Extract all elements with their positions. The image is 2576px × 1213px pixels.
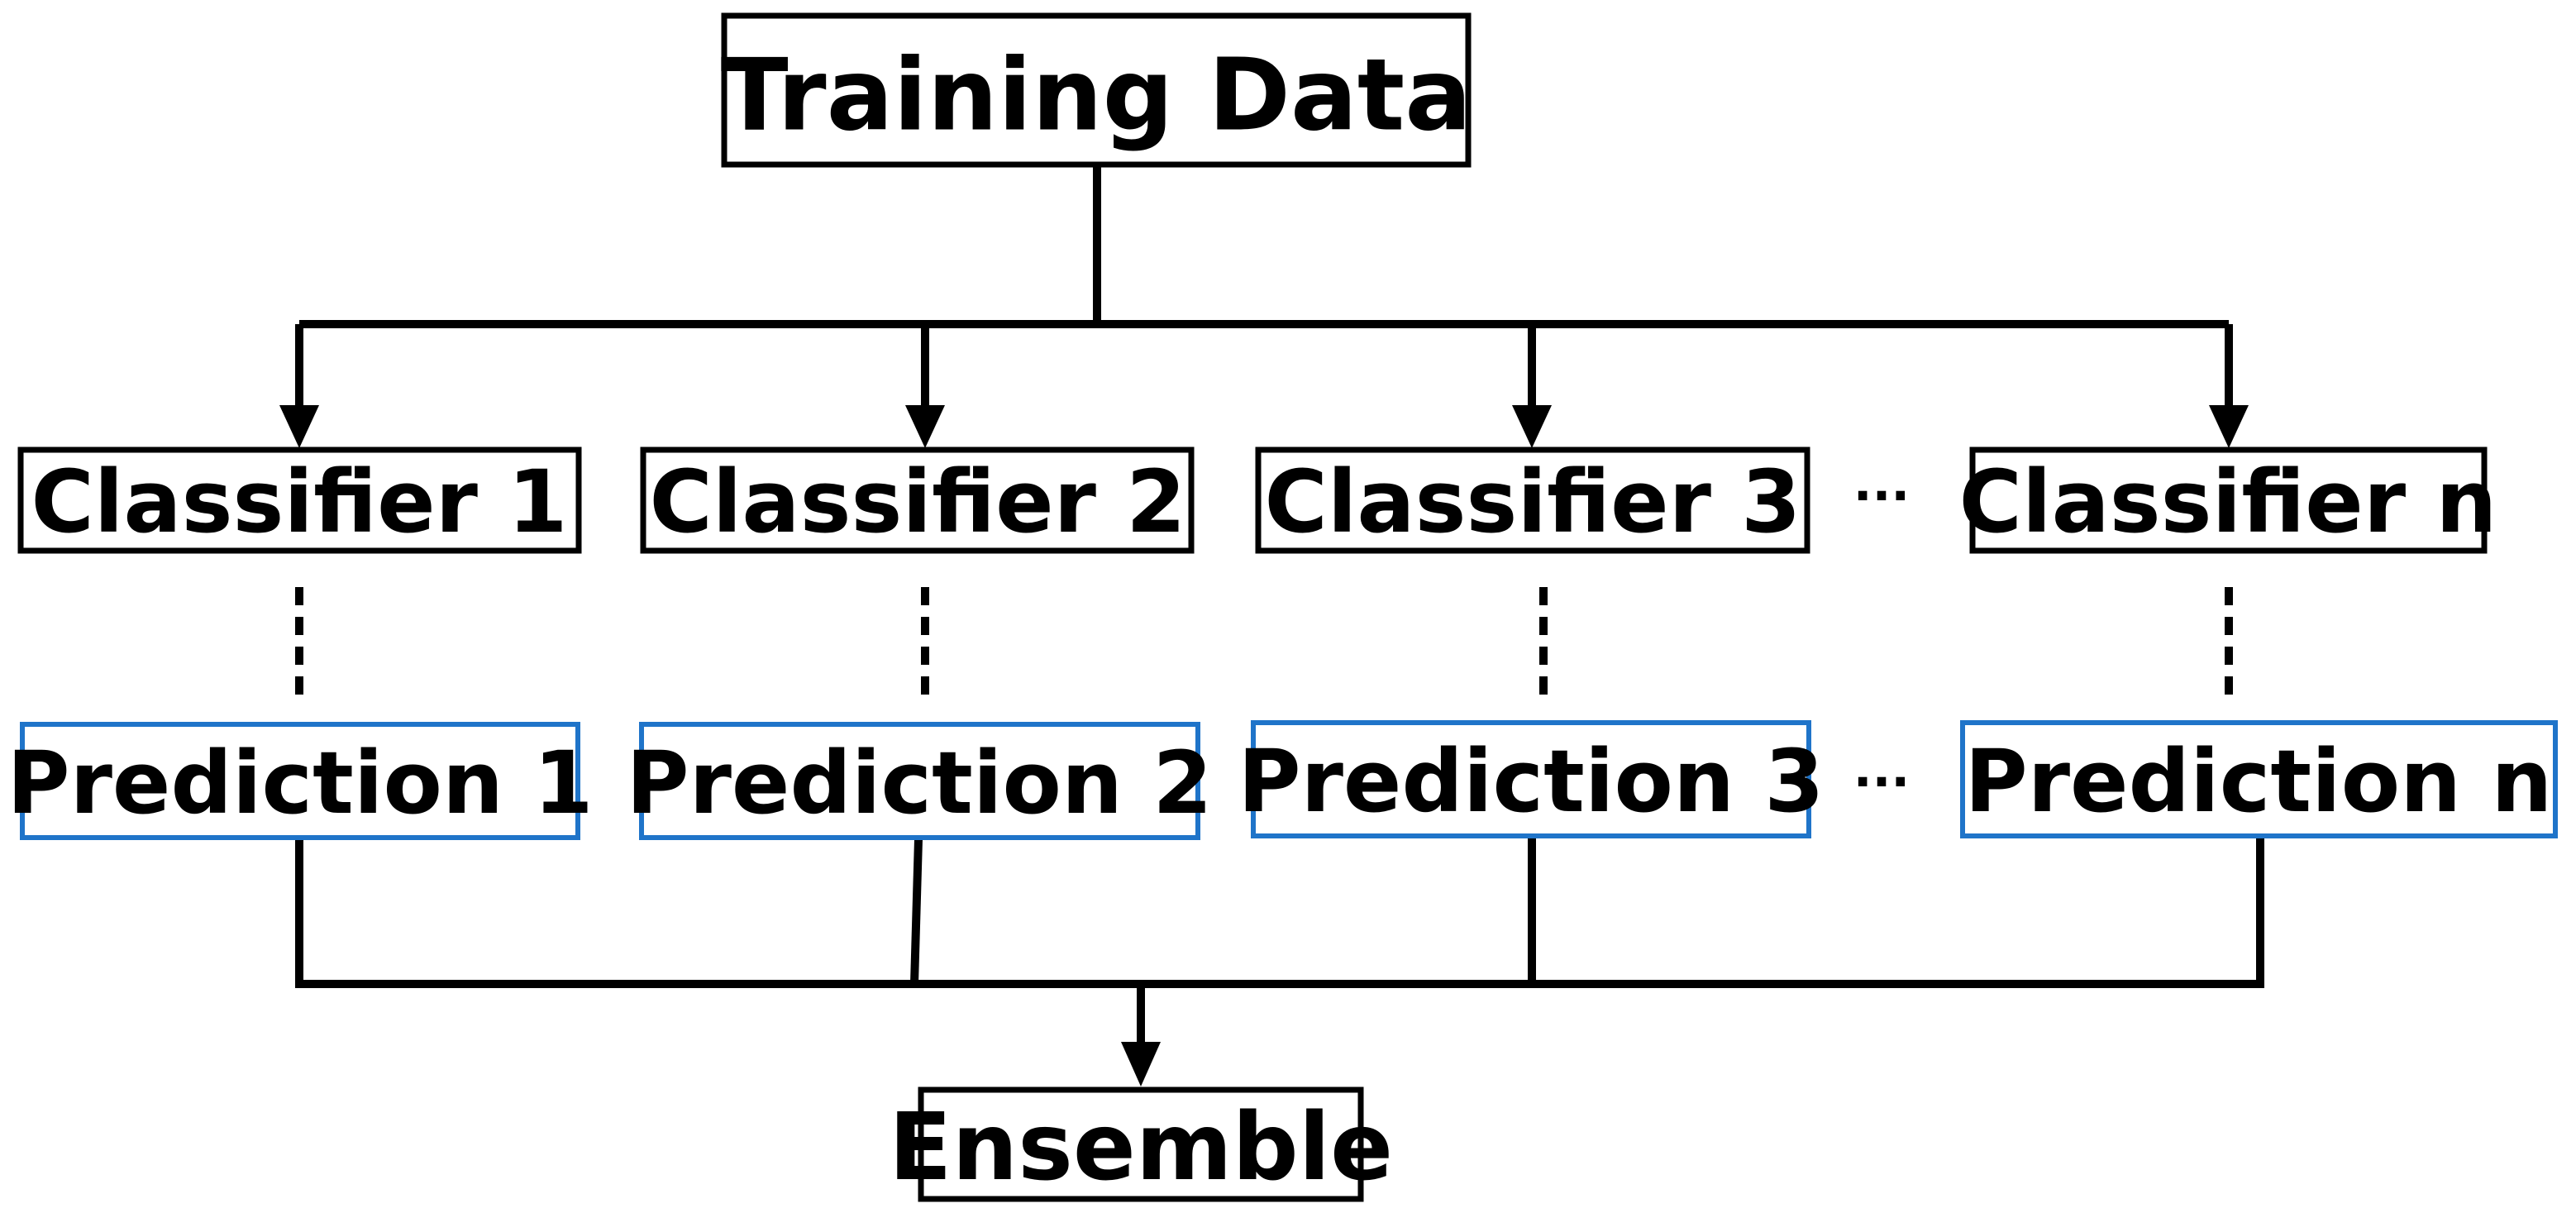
prediction-node-n: Prediction n (1960, 720, 2558, 838)
classifier-label: Classifier 1 (31, 451, 567, 552)
arrowhead-classifier-n (2209, 405, 2249, 448)
classifier-label: Classifier n (1959, 451, 2497, 552)
prediction-label: Prediction 2 (626, 733, 1212, 833)
arrowhead-classifier-3 (1512, 405, 1552, 448)
classifier-label: Classifier 3 (1264, 451, 1801, 552)
classifier-to-prediction-links (295, 587, 2233, 701)
prediction-label: Prediction 1 (7, 733, 593, 833)
ensemble-label: Ensemble (889, 1094, 1393, 1201)
arrowhead-classifier-1 (279, 405, 319, 448)
predictions-to-ensemble-connector (295, 838, 2264, 1086)
prediction-label: Prediction 3 (1238, 731, 1824, 832)
prediction-node-1: Prediction 1 (7, 722, 594, 840)
classifier-label: Classifier 2 (649, 451, 1185, 552)
prediction-ellipsis: ··· (1853, 753, 1910, 811)
classifier-node-2: Classifier 2 (640, 447, 1195, 554)
training-to-classifiers-connector (279, 165, 2249, 448)
classifier-ellipsis: ··· (1853, 467, 1910, 525)
training-data-label: Training Data (721, 39, 1472, 154)
arrowhead-ensemble (1121, 1042, 1161, 1086)
classifier-node-1: Classifier 1 (17, 447, 582, 554)
prediction-label: Prediction n (1965, 731, 2553, 832)
arrowhead-classifier-2 (905, 405, 945, 448)
prediction-node-2: Prediction 2 (626, 722, 1213, 840)
classifier-node-n: Classifier n (1959, 447, 2497, 554)
prediction-node-3: Prediction 3 (1238, 720, 1825, 838)
classifier-node-3: Classifier 3 (1255, 447, 1810, 554)
training-data-node: Training Data (721, 12, 1472, 168)
ensemble-node: Ensemble (889, 1086, 1393, 1202)
